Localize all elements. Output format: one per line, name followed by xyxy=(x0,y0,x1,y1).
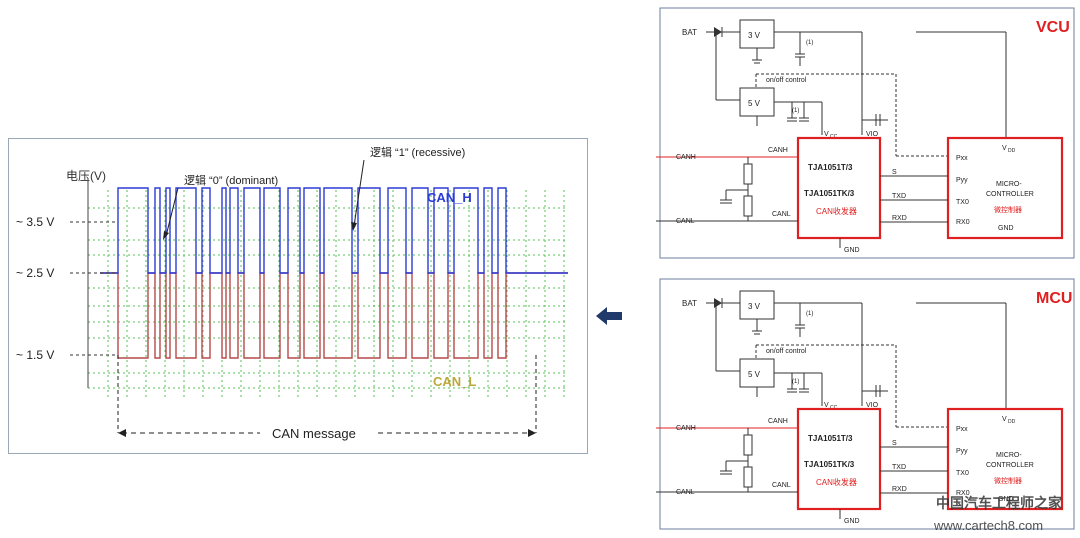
circuit-label: S xyxy=(892,169,897,176)
circuit-label: CANL xyxy=(772,482,791,489)
circuit-label: 微控制器 xyxy=(994,205,1022,214)
watermark-text: 中国汽车工程师之家 xyxy=(936,495,1063,511)
circuit-label: (1) xyxy=(792,108,799,114)
circuit-frame xyxy=(659,7,1075,259)
circuit-label: CONTROLLER xyxy=(986,462,1034,469)
can-l-label: CAN_L xyxy=(433,374,476,389)
annotation-recessive: 逻辑 “1” (recessive) xyxy=(370,145,465,159)
circuit-label: GND xyxy=(998,496,1014,503)
level-label-3-5v: ~ 3.5 V xyxy=(16,215,54,229)
circuit-label: (1) xyxy=(806,40,813,46)
can-transceiver xyxy=(796,136,882,240)
circuit-label: CONTROLLER xyxy=(986,191,1034,198)
canh-bus-label: CANH xyxy=(676,425,696,432)
circuit-label: TX0 xyxy=(956,470,969,477)
transceiver-label: TJA1051T/3 xyxy=(808,434,853,443)
circuit-label: TXD xyxy=(892,464,906,471)
vio-label: VIO xyxy=(866,131,879,138)
y-axis-label: 电压(V) xyxy=(66,169,106,183)
diode-icon xyxy=(714,27,722,37)
canh-bus-label: CANH xyxy=(676,154,696,161)
circuit-label: CANH xyxy=(768,147,788,154)
vcc-label: V xyxy=(824,131,829,138)
circuit-label: TX0 xyxy=(956,199,969,206)
regulator-3v-label: 3 V xyxy=(748,302,761,311)
onoff-label: on/off control xyxy=(766,77,807,84)
vio-label: VIO xyxy=(866,402,879,409)
circuit-label: DD xyxy=(1008,148,1016,154)
bat-label: BAT xyxy=(682,28,697,37)
watermark-url: www.cartech8.com xyxy=(933,518,1043,533)
level-label-1-5v: ~ 1.5 V xyxy=(16,348,54,362)
circuit-label: GND xyxy=(844,247,860,254)
circuit-label: Pyy xyxy=(956,177,968,184)
circuit-label: S xyxy=(892,440,897,447)
level-label-2-5v: ~ 2.5 V xyxy=(16,266,54,280)
canl-bus-label: CANL xyxy=(676,489,695,496)
can-h-label: CAN_H xyxy=(427,190,472,205)
circuit-label: V xyxy=(1002,416,1007,423)
circuit-label: TXD xyxy=(892,193,906,200)
can-waveform-panel: 电压(V) ~ 3.5 V ~ 2.5 V ~ 1.5 V 逻辑 “0” (do… xyxy=(8,138,588,454)
circuit-label: GND xyxy=(998,225,1014,232)
circuit-label: DD xyxy=(1008,419,1016,425)
circuit-label: CANH xyxy=(768,418,788,425)
transceiver-label: TJA1051T/3 xyxy=(808,163,853,172)
regulator-3v-label: 3 V xyxy=(748,31,761,40)
circuit-label: MICRO- xyxy=(996,181,1022,188)
circuit-label: RX0 xyxy=(956,490,970,497)
can-transceiver xyxy=(796,407,882,511)
transceiver-label: TJA1051TK/3 xyxy=(804,189,855,198)
circuit-label: RXD xyxy=(892,215,907,222)
regulator-5v xyxy=(739,358,775,388)
circuit-title: MCU xyxy=(1036,290,1072,307)
circuit-label: 微控制器 xyxy=(994,476,1022,485)
onoff-label: on/off control xyxy=(766,348,807,355)
transceiver-label: CAN收发器 xyxy=(816,206,857,216)
circuit-frame xyxy=(659,278,1075,530)
circuit-label: V xyxy=(1002,145,1007,152)
circuit-label: CANL xyxy=(772,211,791,218)
circuit-label: Pyy xyxy=(956,448,968,455)
transceiver-label: CAN收发器 xyxy=(816,477,857,487)
regulator-3v xyxy=(739,19,775,49)
circuit-label: MICRO- xyxy=(996,452,1022,459)
circuit-label: (1) xyxy=(806,311,813,317)
can-message-label: CAN message xyxy=(272,426,356,441)
circuit-label: GND xyxy=(844,518,860,525)
circuit-label: RX0 xyxy=(956,219,970,226)
circuit-label: Pxx xyxy=(956,426,968,433)
microcontroller xyxy=(946,407,1064,511)
regulator-5v-label: 5 V xyxy=(748,99,761,108)
canl-bus-label: CANL xyxy=(676,218,695,225)
circuit-label: Pxx xyxy=(956,155,968,162)
circuit-label: RXD xyxy=(892,486,907,493)
can-h-trace xyxy=(100,187,568,274)
annotation-dominant: 逻辑 “0” (dominant) xyxy=(184,173,278,187)
microcontroller xyxy=(946,136,1064,240)
regulator-5v-label: 5 V xyxy=(748,370,761,379)
circuit-title: VCU xyxy=(1036,19,1070,36)
left-arrow-icon xyxy=(596,307,622,325)
transceiver-label: TJA1051TK/3 xyxy=(804,460,855,469)
circuit-label: (1) xyxy=(792,379,799,385)
diode-icon xyxy=(714,298,722,308)
vcc-label: V xyxy=(824,402,829,409)
regulator-5v xyxy=(739,87,775,117)
bat-label: BAT xyxy=(682,299,697,308)
